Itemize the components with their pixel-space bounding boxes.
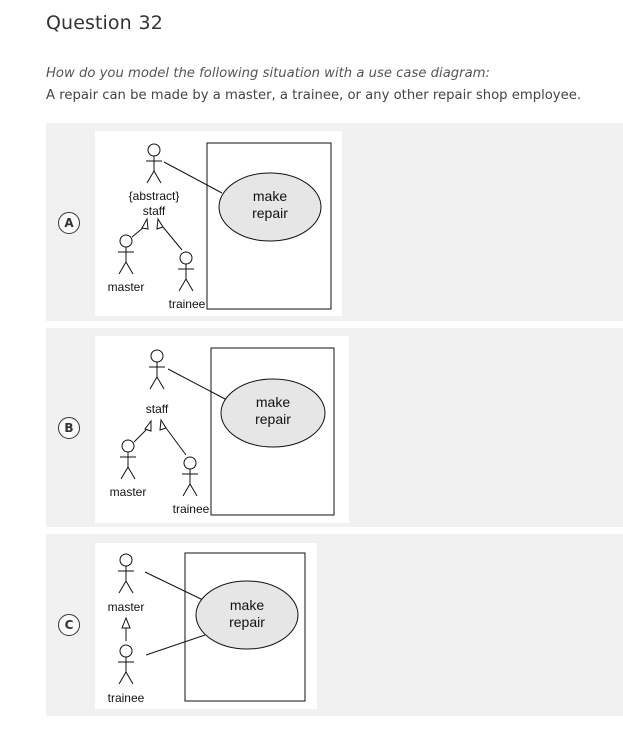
generalization-arrowhead <box>121 616 131 629</box>
staff-label: staff <box>146 402 169 416</box>
use-case-make-repair <box>218 172 322 242</box>
question-title: Question 32 <box>46 12 163 34</box>
use-case-diagram-a: {abstract} staff master trainee make rep… <box>95 131 342 316</box>
use-case-label-line1: make <box>230 597 264 613</box>
use-case-label-line2: repair <box>252 205 288 221</box>
use-case-make-repair <box>220 378 326 448</box>
master-label: master <box>108 600 145 614</box>
use-case-diagram-b: staff master trainee make repair <box>95 336 349 523</box>
question-text: A repair can be made by a master, a trai… <box>46 88 582 103</box>
actor-trainee <box>118 644 134 685</box>
actor-staff <box>146 143 162 184</box>
question-number: 32 <box>138 12 163 34</box>
use-case-label-line1: make <box>256 394 290 410</box>
generalization-arrowhead <box>144 419 152 432</box>
association-master <box>144 571 204 601</box>
answer-option-a[interactable]: A <box>46 123 623 321</box>
generalization-arrowhead <box>159 418 167 431</box>
question-title-prefix: Question <box>46 12 132 34</box>
actor-trainee <box>182 456 198 497</box>
generalization-arrowhead <box>141 217 149 230</box>
question-prompt: How do you model the following situation… <box>46 66 490 81</box>
actor-master <box>118 234 134 275</box>
use-case-label-line2: repair <box>229 614 265 630</box>
system-boundary <box>206 142 332 310</box>
master-label: master <box>110 485 147 499</box>
actor-trainee <box>178 251 194 292</box>
trainee-label: trainee <box>108 691 145 705</box>
answer-option-c[interactable]: C <box>46 534 623 716</box>
trainee-label: trainee <box>169 297 206 311</box>
use-case-make-repair <box>195 580 299 650</box>
answer-option-b[interactable]: B <box>46 328 623 527</box>
option-letter-badge: C <box>58 614 80 636</box>
system-boundary <box>210 347 335 516</box>
association-trainee <box>145 634 206 656</box>
generalization-master <box>131 226 145 238</box>
association-line <box>163 161 223 194</box>
generalization-arrowhead <box>156 217 164 230</box>
master-label: master <box>108 280 145 294</box>
association-line <box>167 368 228 401</box>
actor-staff <box>149 349 165 390</box>
use-case-label-line1: make <box>253 188 287 204</box>
generalization-trainee <box>162 226 183 251</box>
use-case-label-line2: repair <box>255 411 291 427</box>
system-boundary <box>184 552 306 702</box>
staff-label: staff <box>143 204 166 218</box>
option-letter-badge: B <box>58 417 80 439</box>
actor-master <box>120 439 136 480</box>
trainee-label: trainee <box>173 502 210 516</box>
option-letter-badge: A <box>58 212 80 234</box>
use-case-diagram-c: master trainee make repair <box>95 543 317 709</box>
actor-master <box>118 553 134 594</box>
abstract-label: {abstract} <box>129 189 180 203</box>
generalization-master <box>133 428 148 443</box>
generalization-trainee <box>165 427 187 456</box>
